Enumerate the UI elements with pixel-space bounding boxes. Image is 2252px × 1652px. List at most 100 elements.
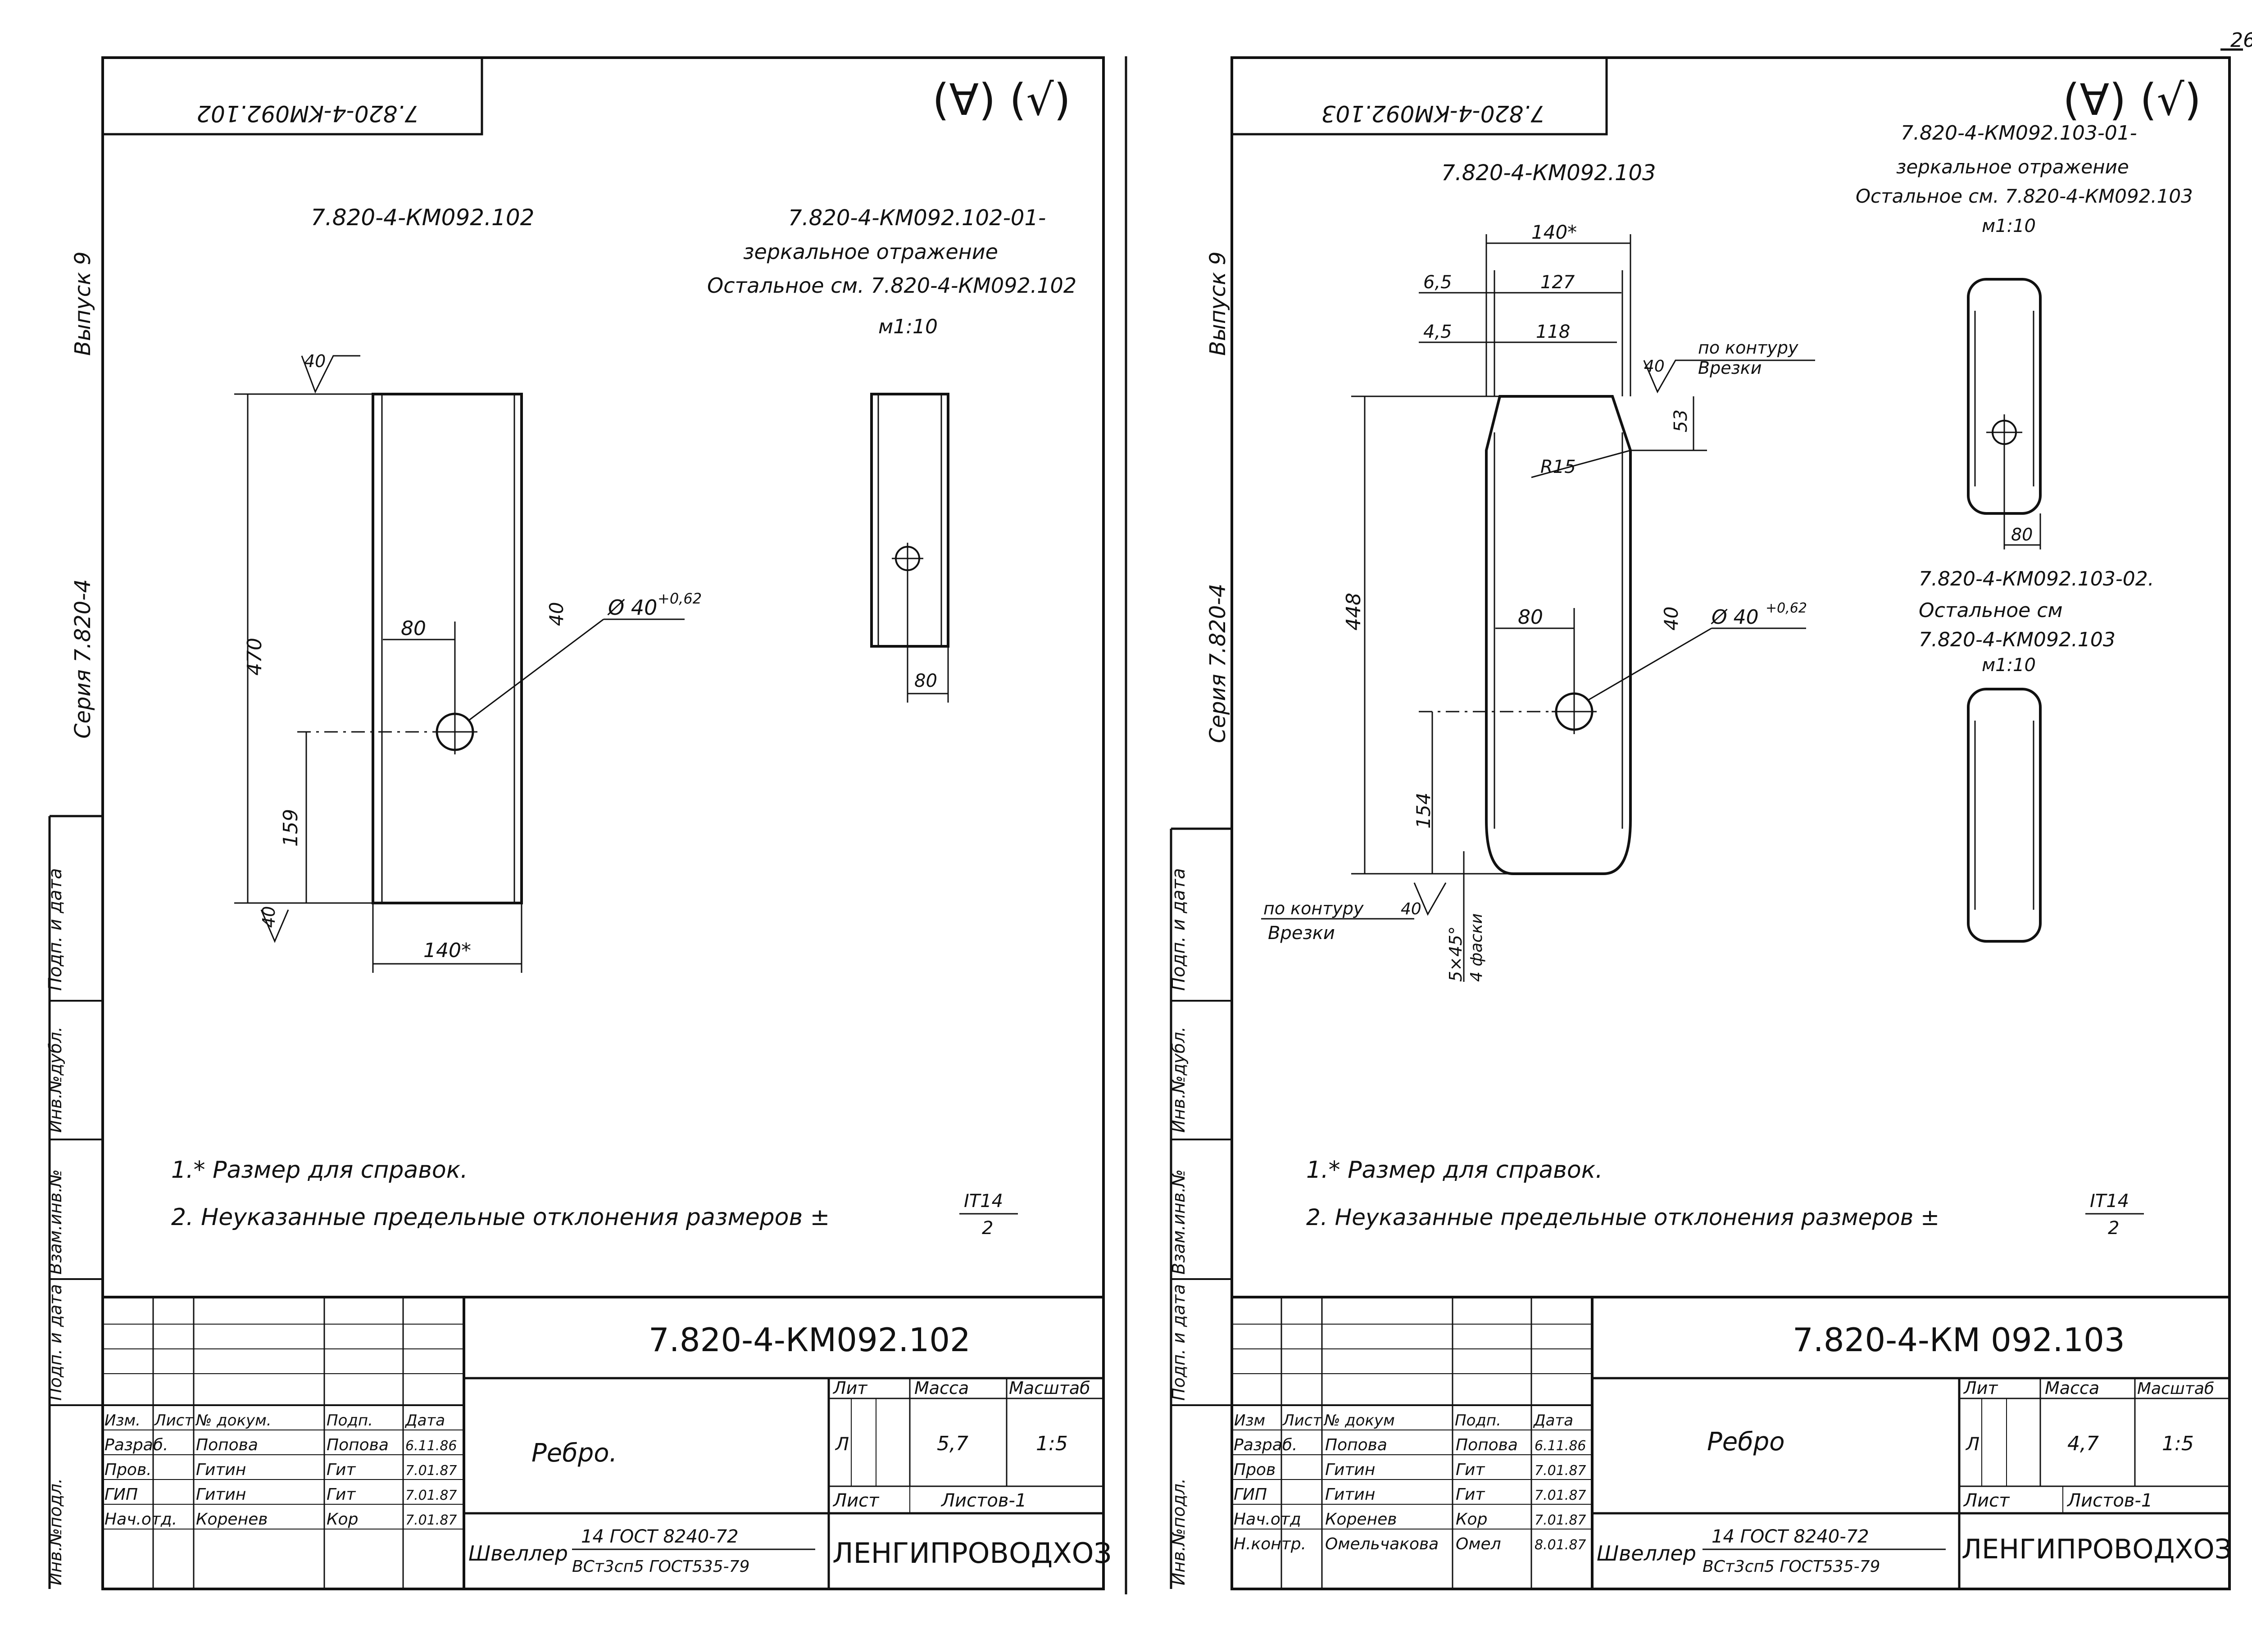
header-mass: Масса bbox=[914, 1378, 969, 1398]
mirror-note: Остальное см. 7.820-4-КМ092.103 bbox=[1856, 185, 2193, 207]
mirror-note: м1:10 bbox=[878, 315, 938, 338]
signer-name: Гитин bbox=[1325, 1485, 1375, 1504]
mirror-note: м1:10 bbox=[1982, 216, 2036, 236]
contour-top: по контуру bbox=[1698, 338, 1798, 358]
dim-hole-y: 154 bbox=[1412, 793, 1435, 829]
roughness-value: 40 bbox=[304, 351, 326, 371]
signer-name: Попова bbox=[196, 1436, 258, 1454]
scale-value: 1:5 bbox=[1036, 1432, 1068, 1455]
header-scale: Масштаб bbox=[2137, 1380, 2214, 1398]
lit-value: Л bbox=[835, 1434, 849, 1455]
detail-label: 7.820-4-КМ092.103 bbox=[1441, 160, 1656, 186]
signature: Омел bbox=[1456, 1535, 1501, 1553]
sheet-frame bbox=[1230, 56, 2231, 1590]
mirror-note-2: 7.820-4-КМ092.103 bbox=[1919, 628, 2116, 651]
dim-height: 448 bbox=[1342, 593, 1365, 631]
mirror-part bbox=[870, 393, 949, 648]
page-number: 26 bbox=[2230, 29, 2252, 52]
part-outline bbox=[1485, 395, 1632, 875]
dim-4-5: 4,5 bbox=[1423, 322, 1452, 342]
side-field: Инв.№дубл. bbox=[1169, 1026, 1189, 1133]
dim-small: 80 bbox=[2011, 525, 2033, 545]
signature: Гит bbox=[1456, 1461, 1485, 1479]
signer-role: Разраб. bbox=[1234, 1436, 1297, 1454]
mirror-note-2: м1:10 bbox=[1982, 655, 2036, 676]
cut-top: Врезки bbox=[1698, 358, 1762, 378]
sign-date: 7.01.87 bbox=[1535, 1488, 1586, 1503]
contour-bottom: по контуру bbox=[1263, 899, 1364, 918]
material-top: 14 ГОСТ 8240-72 bbox=[1712, 1526, 1869, 1547]
col-header: № докум. bbox=[195, 1411, 272, 1430]
sheet-right: Серия 7.820-4 Выпуск 9 Подп. и дата Инв.… bbox=[1168, 56, 2232, 1590]
signer-role: Пров. bbox=[104, 1461, 152, 1479]
sign-date: 7.01.87 bbox=[1535, 1512, 1586, 1528]
col-header: Дата bbox=[404, 1411, 445, 1430]
mass-value: 5,7 bbox=[937, 1432, 968, 1455]
detail-label: 7.820-4-КМ092.102 bbox=[311, 204, 534, 231]
material-label: Швеллер bbox=[1597, 1541, 1696, 1566]
roughness-symbol: (∀) (√) bbox=[932, 75, 1071, 125]
roughness-value: 40 bbox=[259, 906, 279, 928]
roughness-value: 40 bbox=[1644, 357, 1665, 376]
signature: Гит bbox=[1456, 1485, 1485, 1504]
signature: Гит bbox=[327, 1461, 356, 1479]
roughness-value: 40 bbox=[1401, 900, 1421, 918]
col-header: Подп. bbox=[1455, 1411, 1501, 1430]
mirror-note: 7.820-4-КМ092.103-01- bbox=[1901, 122, 2137, 145]
tolerance-den: 2 bbox=[2108, 1218, 2119, 1239]
signature: Попова bbox=[327, 1436, 389, 1454]
dim-small: 80 bbox=[914, 671, 937, 691]
dim-width: 140* bbox=[1531, 221, 1577, 243]
doc-code: 7.820-4-КМ 092.103 bbox=[1793, 1321, 2125, 1359]
material-bottom: ВСт3сп5 ГОСТ535-79 bbox=[1703, 1557, 1880, 1576]
code-stamp: 7.820-4-КМ092.103 bbox=[1321, 100, 1545, 127]
org-name: ЛЕНГИПРОВОДХОЗ bbox=[832, 1537, 1112, 1570]
part-name: Ребро bbox=[1707, 1427, 1785, 1457]
col-header: № докум bbox=[1323, 1411, 1395, 1430]
side-field: Взам.инв.№ bbox=[45, 1169, 65, 1275]
sheet-frame bbox=[101, 56, 1105, 1590]
signer-role: Разраб. bbox=[104, 1436, 168, 1454]
dim-6-5: 6,5 bbox=[1423, 272, 1452, 293]
dim-hole-y: 159 bbox=[279, 809, 302, 847]
sheets-label: Листов-1 bbox=[2066, 1490, 2152, 1511]
dim-width: 140* bbox=[423, 939, 471, 962]
material-bottom: ВСт3сп5 ГОСТ535-79 bbox=[572, 1557, 749, 1576]
code-stamp-box bbox=[101, 56, 483, 136]
mirror-note: Остальное см. 7.820-4-КМ092.102 bbox=[707, 273, 1076, 298]
scale-value: 1:5 bbox=[2162, 1432, 2194, 1455]
signer-name: Гитин bbox=[196, 1485, 246, 1504]
dim-hole-x: 80 bbox=[401, 617, 426, 640]
series-label: Серия 7.820-4 bbox=[70, 579, 95, 739]
doc-code: 7.820-4-КМ092.102 bbox=[649, 1321, 971, 1359]
dim-53: 53 bbox=[1671, 409, 1691, 432]
tolerance-den: 2 bbox=[982, 1218, 993, 1239]
material-label: Швеллер bbox=[468, 1541, 568, 1566]
roughness-value: 40 bbox=[1660, 607, 1682, 631]
col-header: Подп. bbox=[327, 1411, 373, 1430]
col-header: Лист bbox=[1282, 1411, 1322, 1430]
lit-value: Л bbox=[1965, 1434, 1980, 1455]
signature: Кор bbox=[327, 1510, 358, 1529]
material-top: 14 ГОСТ 8240-72 bbox=[581, 1526, 739, 1547]
roughness-symbol: (∀) (√) bbox=[2063, 75, 2201, 125]
part-name: Ребро. bbox=[531, 1439, 617, 1468]
note-2: 2. Неуказанные предельные отклонения раз… bbox=[1306, 1204, 1939, 1230]
side-field: Взам.инв.№ bbox=[1169, 1169, 1189, 1275]
sign-date: 7.01.87 bbox=[405, 1463, 457, 1479]
sign-date: 7.01.87 bbox=[1535, 1463, 1586, 1479]
mass-value: 4,7 bbox=[2067, 1432, 2099, 1455]
note-2: 2. Неуказанные предельные отклонения раз… bbox=[171, 1204, 830, 1231]
series-label: Серия 7.820-4 bbox=[1205, 584, 1230, 743]
side-field: Подп. и дата bbox=[45, 1284, 65, 1401]
signature: Попова bbox=[1456, 1436, 1518, 1454]
issue-label: Выпуск 9 bbox=[70, 251, 95, 356]
part-outline bbox=[372, 393, 523, 904]
header-lit: Лит bbox=[832, 1378, 868, 1398]
col-header: Изм. bbox=[104, 1411, 141, 1430]
signer-name: Омельчакова bbox=[1325, 1535, 1439, 1553]
signer-name: Попова bbox=[1325, 1436, 1387, 1454]
col-header: Изм bbox=[1234, 1411, 1265, 1430]
note-1: 1.* Размер для справок. bbox=[1306, 1157, 1603, 1184]
